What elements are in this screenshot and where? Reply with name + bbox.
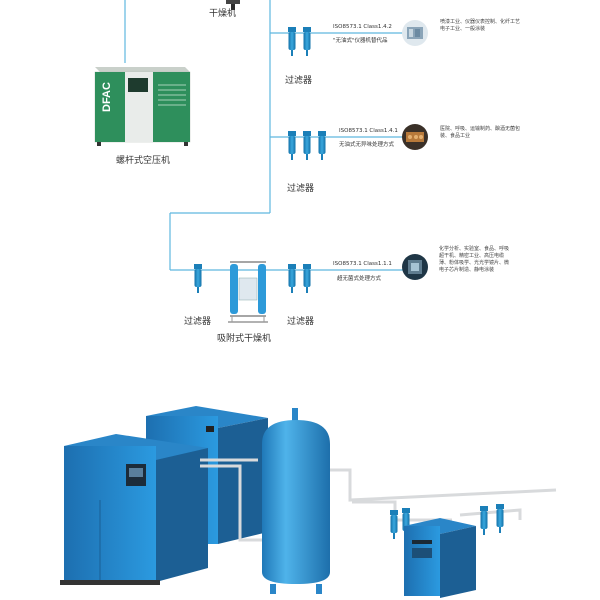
application-icon-2	[402, 124, 428, 150]
compressor-unit-front	[60, 434, 208, 585]
filter-group-3-pre	[194, 264, 202, 293]
application-icon-1	[402, 20, 428, 46]
applications-1: 喷漆工业、仪器仪表控制、化纤工艺电子工业、一般涂装	[440, 19, 521, 32]
standard-3: ISO8573.1 Class1.1.1	[333, 261, 392, 267]
note-2: 无油式无异味处理方式	[339, 142, 395, 148]
applications-3: 化学分析、实验室、食品、呼吸超干机、精密工业、高压电缆薄、粉体吸学、光光学镜片、…	[439, 246, 510, 273]
filter-group-1	[288, 27, 311, 56]
pre-filter-label: 过滤器	[184, 317, 212, 327]
filter-group-3-post	[288, 264, 311, 293]
air-receiver-tank-icon	[262, 408, 330, 594]
refrigerated-dryer-icon	[404, 518, 476, 598]
compressor-label: 螺杆式空压机	[116, 156, 171, 166]
adsorption-dryer-label: 吸附式干燥机	[217, 334, 272, 344]
note-1: "无油式"仪器机替代品	[333, 38, 388, 44]
filter-group-2	[288, 131, 326, 160]
dryer-label: 干燥机	[209, 9, 237, 19]
filter-label-1: 过滤器	[285, 76, 313, 86]
note-3: 超无菌式处理方式	[337, 276, 382, 282]
screw-compressor-icon: DFAC	[94, 67, 191, 146]
top-dryer-icon	[226, 0, 240, 10]
compressor-brand-text: DFAC	[101, 82, 113, 112]
standard-1: ISO8573.1 Class1.4.2	[333, 24, 392, 30]
filter-label-2: 过滤器	[287, 184, 315, 194]
filter-label-3: 过滤器	[287, 317, 315, 327]
application-icon-3	[402, 254, 428, 280]
adsorption-dryer-icon	[228, 261, 268, 323]
applications-2: 医院、呼吸、运输制药、酿酒无菌包装、食品工业	[440, 126, 521, 139]
standard-2: ISO8573.1 Class1.4.1	[339, 128, 398, 134]
